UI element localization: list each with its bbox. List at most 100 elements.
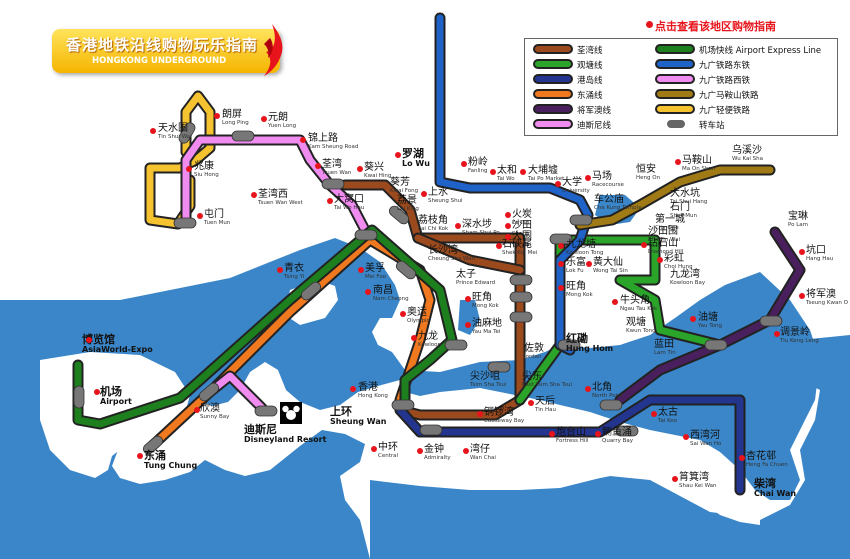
shopping-dot-icon[interactable]: [417, 448, 423, 454]
shopping-dot-icon[interactable]: [558, 285, 564, 291]
shopping-dot-icon[interactable]: [455, 223, 461, 229]
shopping-dot-icon[interactable]: [365, 289, 371, 295]
shopping-dot-icon[interactable]: [300, 137, 306, 143]
shopping-dot-icon[interactable]: [277, 267, 283, 273]
shopping-dot-icon[interactable]: [186, 166, 192, 172]
shopping-dot-icon[interactable]: [595, 431, 601, 437]
shopping-dot-icon[interactable]: [477, 411, 483, 417]
shopping-dot-icon[interactable]: [315, 163, 321, 169]
shopping-dot-icon[interactable]: [150, 128, 156, 134]
shopping-dot-icon[interactable]: [411, 335, 417, 341]
shopping-dot-icon[interactable]: [490, 169, 496, 175]
shopping-dot-icon[interactable]: [505, 223, 511, 229]
shopping-dot-icon[interactable]: [137, 453, 143, 459]
shopping-dot-icon[interactable]: [496, 243, 502, 249]
shopping-dot-icon[interactable]: [421, 191, 427, 197]
shopping-dot-icon[interactable]: [395, 152, 401, 158]
shopping-dot-icon[interactable]: [505, 234, 511, 240]
shopping-dot-icon[interactable]: [558, 261, 564, 267]
shopping-dot-icon[interactable]: [675, 159, 681, 165]
shopping-dot-icon[interactable]: [555, 181, 561, 187]
shopping-dot-icon[interactable]: [214, 113, 220, 119]
shopping-dot-icon[interactable]: [657, 257, 663, 263]
shopping-dot-icon[interactable]: [586, 261, 592, 267]
shopping-dot-icon[interactable]: [327, 198, 333, 204]
shopping-dot-icon[interactable]: [371, 446, 377, 452]
shopping-dot-icon[interactable]: [465, 296, 471, 302]
shopping-dot-icon[interactable]: [558, 243, 564, 249]
shopping-dot-icon[interactable]: [739, 455, 745, 461]
shopping-dot-icon[interactable]: [799, 293, 805, 299]
shopping-dot-icon[interactable]: [358, 267, 364, 273]
shopping-dot-icon[interactable]: [465, 322, 471, 328]
shopping-dot-icon[interactable]: [683, 434, 689, 440]
shopping-dot-icon[interactable]: [612, 299, 618, 305]
shopping-dot-icon[interactable]: [651, 411, 657, 417]
shopping-dot-icon[interactable]: [463, 448, 469, 454]
shopping-dot-icon[interactable]: [690, 316, 696, 322]
shopping-dot-icon[interactable]: [400, 311, 406, 317]
shopping-dot-icon[interactable]: [350, 386, 356, 392]
shopping-dot-icon[interactable]: [774, 331, 780, 337]
shopping-dot-icon[interactable]: [505, 212, 511, 218]
shopping-dot-icon[interactable]: [194, 407, 200, 413]
shopping-dot-icon[interactable]: [86, 337, 92, 343]
shopping-dot-icon[interactable]: [672, 476, 678, 482]
shopping-dot-icon[interactable]: [641, 242, 647, 248]
